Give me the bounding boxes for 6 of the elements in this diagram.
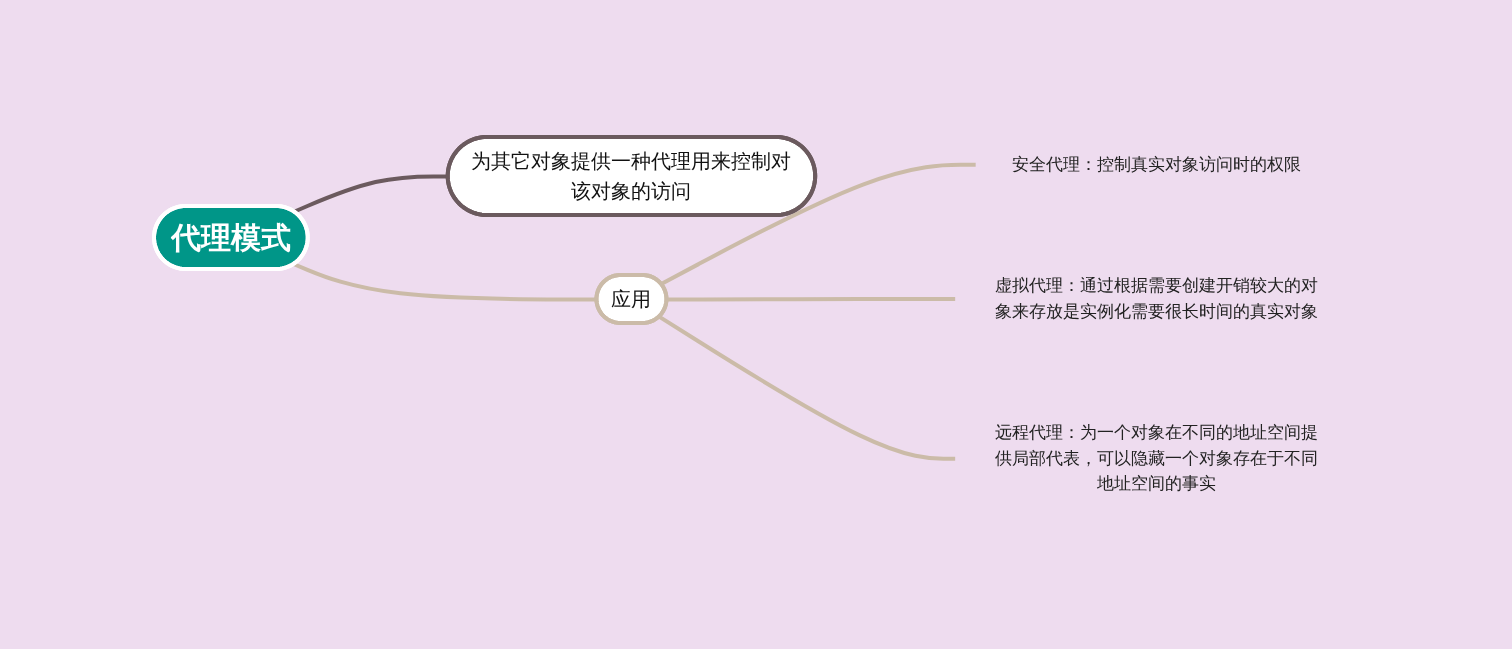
connector bbox=[660, 162, 977, 286]
node-text: 虚拟代理：通过根据需要创建开销较大的对象来存放是实例化需要很长时间的真实对象 bbox=[995, 275, 1319, 321]
node-text: 远程代理：为一个对象在不同的地址空间提供局部代表，可以隐藏一个对象存在于不同地址空间的事实 bbox=[995, 422, 1319, 494]
connector bbox=[658, 315, 956, 461]
connector bbox=[667, 297, 956, 302]
node-text: 安全代理：控制真实对象访问时的权限 bbox=[1012, 154, 1302, 174]
